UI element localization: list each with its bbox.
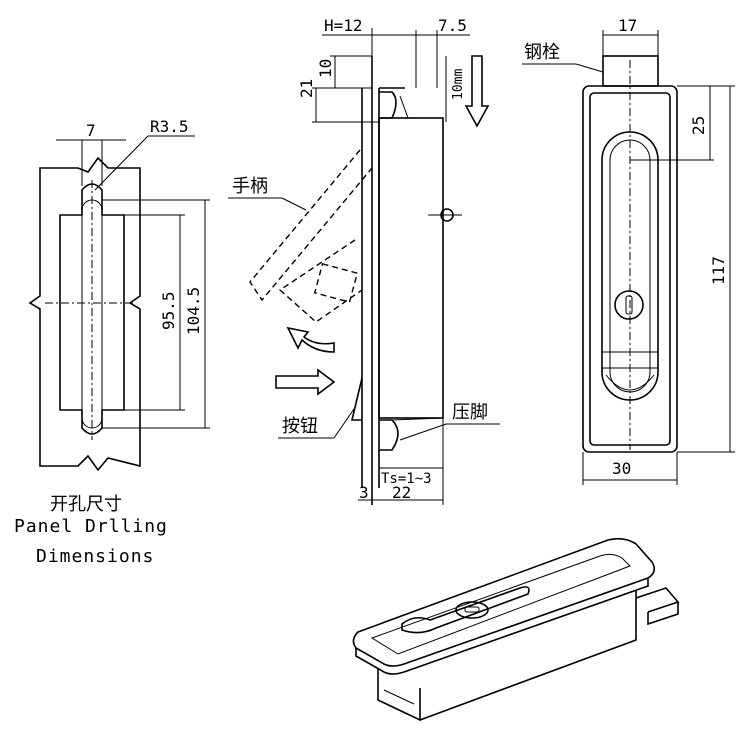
isometric-view [352,537,680,722]
label-press-foot: 压脚 [452,402,488,423]
press-foot-line [391,417,444,421]
iso-key [455,601,489,619]
drilling-title-en-1: Panel Drlling [14,516,168,537]
key-slot [625,295,633,315]
dim-17-label: 17 [618,16,637,35]
dim-outer-length-label: 104.5 [184,287,203,335]
label-steel-bolt: 钢栓 [524,42,560,63]
panel-drilling-view: 7 R3.5 95.5 104.5 开孔尺寸 Panel Drlling Dim… [14,117,210,567]
iso-bolt [635,587,680,613]
iso-handle [401,586,530,634]
dim-width-label: 7 [86,121,96,140]
drilling-title-en-2: Dimensions [36,546,154,567]
label-leader [333,405,357,439]
panel-outline [28,156,141,472]
iso-body-bottom [419,590,637,721]
push-arrow [275,368,336,396]
lock-body [378,117,444,419]
dim-30-label: 30 [612,459,631,478]
dim-7-5-label: 7.5 [438,16,467,35]
top-bolt [379,91,397,119]
dim-3-label: 3 [359,483,369,502]
drilling-title-cn: 开孔尺寸 [50,494,122,515]
handle-dashed-base [278,239,363,323]
label-leader [281,197,307,211]
handle-dashed [249,149,373,302]
down-arrow [464,55,490,128]
side-view: H=12 7.5 21 10 10mm 手柄 按钮 压脚 Ts=1~3 3 22 [228,16,500,505]
handle-dashed-box [313,262,359,304]
iso-inner-rim [370,553,631,655]
bottom-bolt [379,419,399,451]
dim-radius-label: R3.5 [150,117,189,136]
dim-21-label: 21 [297,79,316,98]
steel-bolt [602,55,659,87]
iso-body-line [383,689,415,705]
front-view: 17 钢栓 25 117 30 [522,16,735,485]
iso-body-front [377,668,421,722]
radius-leader [94,135,149,191]
key-cylinder [614,290,644,320]
dim-10-label: 10 [316,59,335,78]
top-bolt-line [399,95,409,119]
iso-faceplate-edge [355,578,649,675]
dim-22-label: 22 [392,483,411,502]
dim-h-label: H=12 [324,16,363,35]
label-leader [575,63,604,73]
dim-25-label: 25 [689,116,708,135]
button-curve [605,374,655,391]
label-leader [399,423,447,441]
dim-117-label: 117 [709,256,728,285]
button-shape [350,377,363,421]
dim-ts-label: Ts=1~3 [381,471,432,487]
dim-inner-length-label: 95.5 [159,291,178,330]
label-button: 按钮 [282,416,318,437]
iso-key-slot [464,606,480,613]
label-handle: 手柄 [232,176,268,197]
dim-10mm-label: 10mm [451,69,466,100]
iso-bolt-side [647,602,679,626]
rotate-arrow [286,326,335,353]
